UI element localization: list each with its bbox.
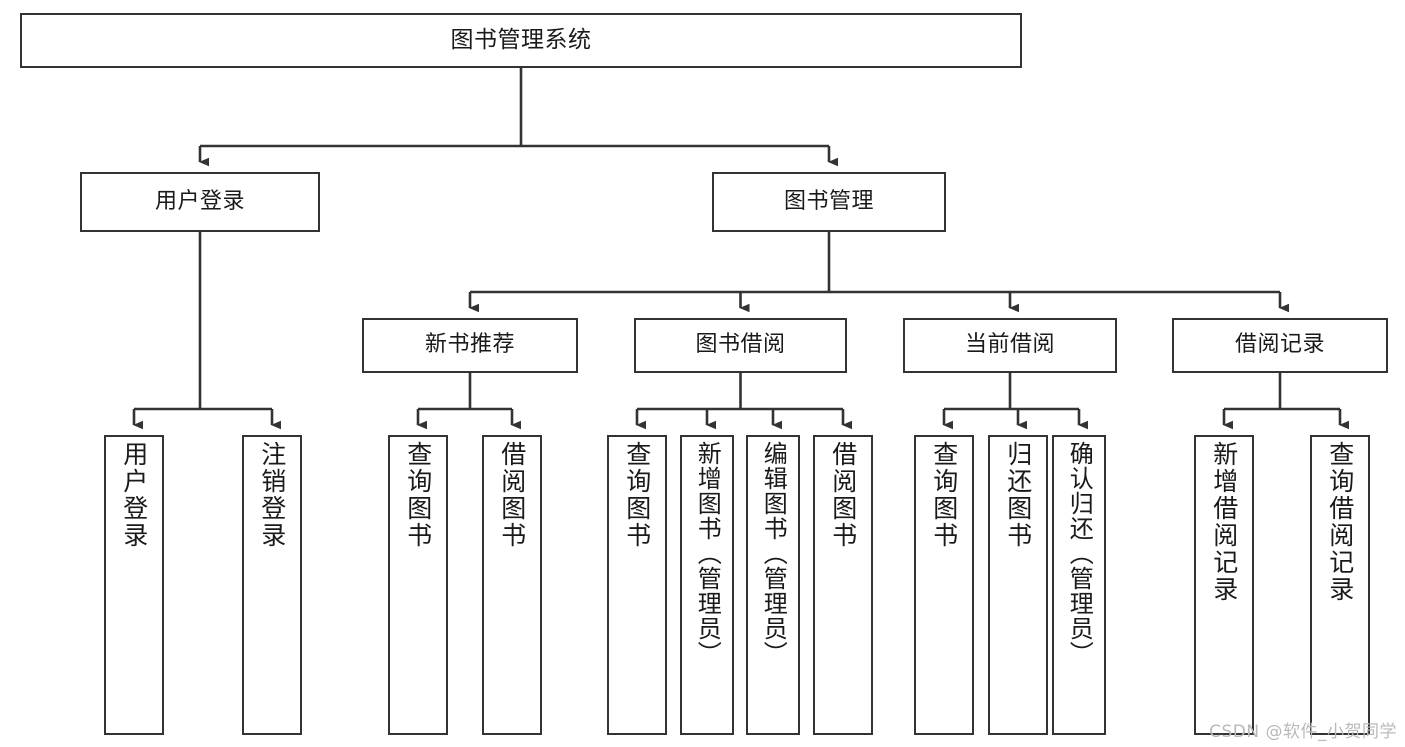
node-root-label: 图书管理系统 [450, 26, 592, 53]
node-user-login-label: 用户登录 [119, 441, 149, 549]
csdn-watermark: CSDN @软件_小贺同学 [1209, 722, 1397, 742]
node-book-manage[interactable]: 图书管理 [712, 172, 946, 232]
node-query-record-label: 查询借阅记录 [1325, 441, 1355, 603]
node-query-book-3-label: 查询图书 [929, 441, 959, 549]
node-user-login-label: 用户登录 [154, 188, 245, 214]
node-current-borrow[interactable]: 当前借阅 [903, 318, 1117, 373]
node-borrow-book-1-label: 借阅图书 [497, 441, 527, 549]
node-query-record[interactable]: 查询借阅记录 [1310, 435, 1370, 735]
node-add-record[interactable]: 新增借阅记录 [1194, 435, 1254, 735]
node-user-login[interactable]: 用户登录 [104, 435, 164, 735]
node-add-book[interactable]: 新增图书（管理员） [680, 435, 734, 735]
node-current-borrow-label: 当前借阅 [964, 332, 1055, 358]
node-borrow-book-2[interactable]: 借阅图书 [813, 435, 873, 735]
node-borrow-record-label: 借阅记录 [1234, 332, 1325, 358]
node-return-book-label: 归还图书 [1003, 441, 1033, 549]
node-query-book-2-label: 查询图书 [622, 441, 652, 549]
node-confirm-return-label: 确认归还（管理员） [1065, 441, 1094, 666]
node-edit-book[interactable]: 编辑图书（管理员） [746, 435, 800, 735]
node-new-book-rec-label: 新书推荐 [424, 332, 515, 358]
node-return-book[interactable]: 归还图书 [988, 435, 1048, 735]
node-confirm-return[interactable]: 确认归还（管理员） [1052, 435, 1106, 735]
node-user-logout-label: 注销登录 [257, 441, 287, 549]
node-query-book-3[interactable]: 查询图书 [914, 435, 974, 735]
node-edit-book-label: 编辑图书（管理员） [759, 441, 788, 666]
node-query-book-2[interactable]: 查询图书 [607, 435, 667, 735]
node-borrow-record[interactable]: 借阅记录 [1172, 318, 1388, 373]
node-query-book-1-label: 查询图书 [403, 441, 433, 549]
node-add-record-label: 新增借阅记录 [1209, 441, 1239, 603]
node-root[interactable]: 图书管理系统 [20, 13, 1022, 68]
node-new-book-rec[interactable]: 新书推荐 [362, 318, 578, 373]
node-add-book-label: 新增图书（管理员） [693, 441, 722, 666]
node-book-borrow-label: 图书借阅 [695, 332, 786, 358]
node-user-logout[interactable]: 注销登录 [242, 435, 302, 735]
node-borrow-book-2-label: 借阅图书 [828, 441, 858, 549]
node-borrow-book-1[interactable]: 借阅图书 [482, 435, 542, 735]
node-query-book-1[interactable]: 查询图书 [388, 435, 448, 735]
node-user-login[interactable]: 用户登录 [80, 172, 320, 232]
node-book-borrow[interactable]: 图书借阅 [634, 318, 847, 373]
node-book-manage-label: 图书管理 [783, 188, 874, 214]
